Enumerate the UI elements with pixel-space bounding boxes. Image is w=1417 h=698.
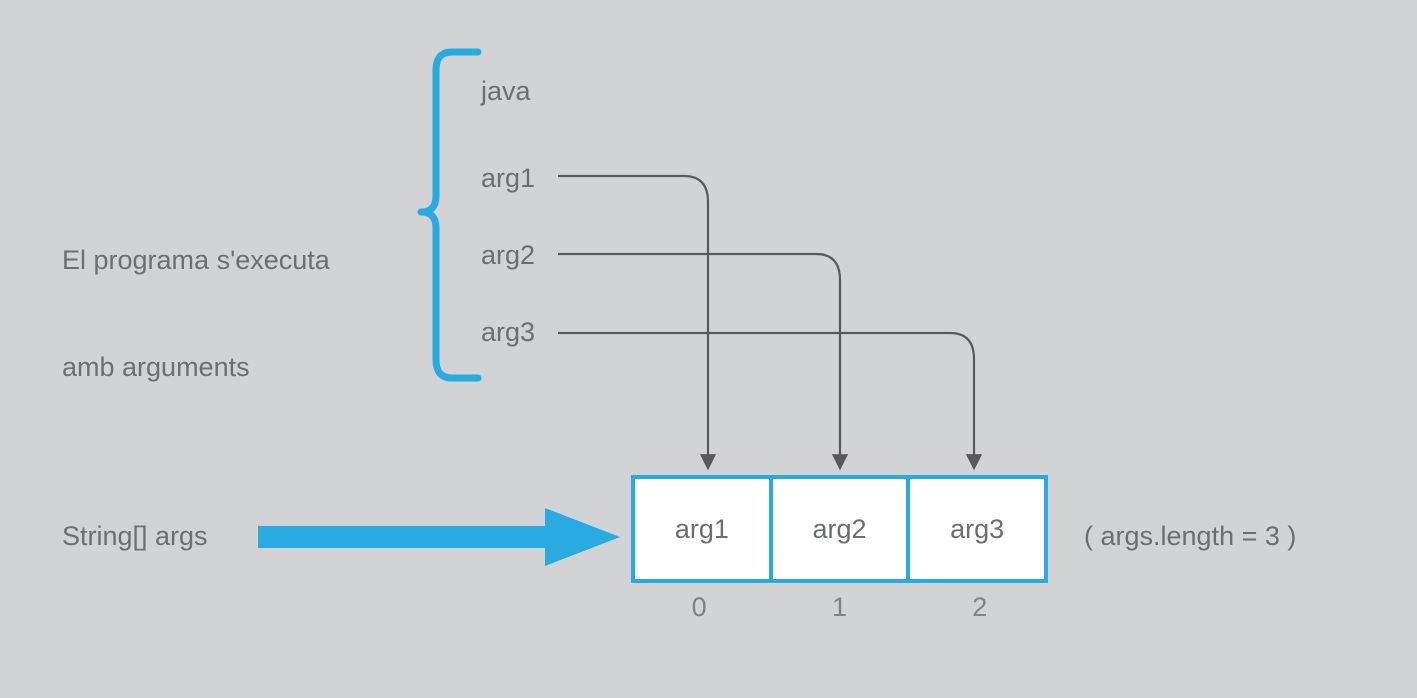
array-length-annotation: ( args.length = 3 ) <box>1084 521 1297 551</box>
array-index-2: 2 <box>972 592 988 622</box>
connector-arg3 <box>558 331 983 471</box>
caption-line-1: El programa s'executa <box>62 245 330 276</box>
array-boxes: arg1 arg2 arg3 <box>631 475 1048 583</box>
array-index-0: 0 <box>691 592 707 622</box>
command-item-arg1: arg1 <box>481 163 536 193</box>
curly-brace <box>417 48 482 382</box>
caption-text: El programa s'executa amb arguments <box>62 172 442 457</box>
array-cell-1: arg2 <box>772 479 907 579</box>
command-item-java: java <box>481 76 531 106</box>
array-cell-0: arg1 <box>635 479 769 579</box>
array-cell-2: arg3 <box>910 479 1045 579</box>
caption-line-2: amb arguments <box>62 352 250 383</box>
connector-arg2 <box>558 252 849 471</box>
command-item-arg2: arg2 <box>481 240 536 270</box>
array-index-row: 0 1 2 <box>631 592 1048 632</box>
reference-arrow <box>258 508 620 566</box>
array-index-1: 1 <box>831 592 847 622</box>
command-item-arg3: arg3 <box>481 317 536 347</box>
declaration-label: String[] args <box>62 521 208 551</box>
connector-arg1 <box>558 174 717 471</box>
